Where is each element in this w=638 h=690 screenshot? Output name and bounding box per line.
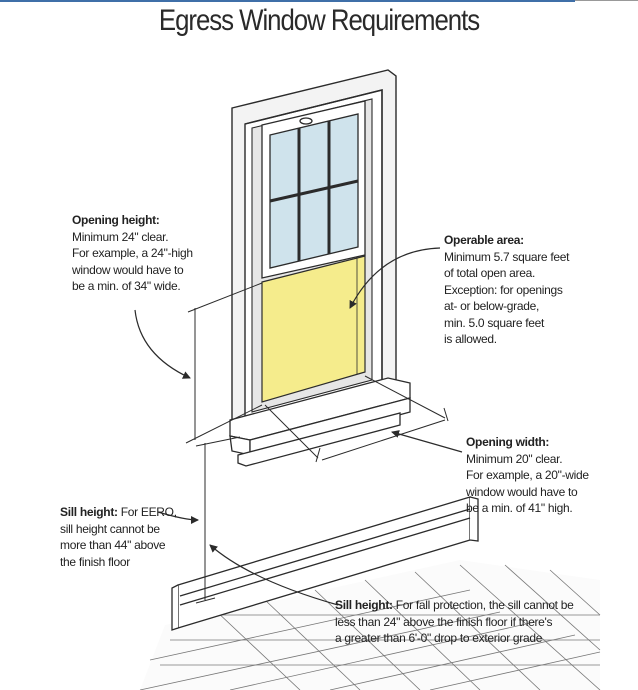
callout-line: Minimum 24" clear. bbox=[72, 229, 169, 244]
callout-heading: Sill height: bbox=[335, 598, 393, 612]
callout-line: more than 44" above bbox=[60, 538, 166, 552]
callout-line: Minimum 5.7 square feet bbox=[444, 249, 570, 264]
callout-line: less than 24" above the finish floor if … bbox=[335, 614, 553, 629]
leader-opening-width bbox=[391, 430, 463, 453]
callout-line: min. 5.0 square feet bbox=[444, 315, 545, 330]
callout-line: is allowed. bbox=[444, 332, 497, 346]
callout-line: For example, a 24"-high bbox=[72, 246, 193, 260]
callout-heading: Opening width: bbox=[466, 435, 550, 449]
leader-sill-height-fall bbox=[209, 544, 339, 606]
callout-line: window would have to bbox=[466, 484, 578, 499]
callout-sill-height-fall: Sill height: For fall protection, the si… bbox=[335, 597, 574, 647]
baseboard bbox=[171, 496, 479, 631]
page-title: Egress Window Requirements bbox=[158, 4, 480, 37]
callout-line: For fall protection, the sill cannot be bbox=[392, 598, 574, 612]
callout-heading: Operable area: bbox=[444, 233, 524, 247]
callout-line: at- or below-grade, bbox=[444, 299, 540, 313]
callout-line: window would have to bbox=[72, 262, 184, 277]
callout-heading: Opening height: bbox=[72, 213, 160, 227]
callout-line: be a min. of 41" high. bbox=[466, 501, 573, 515]
leader-sill-height-eero bbox=[157, 511, 199, 524]
callout-operable-area: Operable area: Minimum 5.7 square feet o… bbox=[444, 232, 569, 348]
header-rule bbox=[0, 0, 575, 2]
callout-line: the finish floor bbox=[60, 554, 130, 569]
header-rule-gray bbox=[575, 0, 638, 1]
window-sill bbox=[229, 377, 411, 467]
callout-heading: Sill height: bbox=[60, 505, 118, 519]
callout-line: of total open area. bbox=[444, 266, 536, 280]
callout-line: a greater than 6'-0" drop to exterior gr… bbox=[335, 631, 543, 645]
upper-sash bbox=[261, 100, 366, 279]
operable-opening bbox=[261, 255, 366, 403]
leader-opening-height bbox=[134, 309, 191, 379]
callout-sill-height-eero: Sill height: For EERO, sill height canno… bbox=[60, 504, 177, 570]
floor-tiles bbox=[139, 560, 601, 690]
callout-line: be a min. of 34" wide. bbox=[72, 279, 181, 293]
callout-line: For example, a 20"-wide bbox=[466, 468, 589, 482]
callout-opening-height: Opening height: Minimum 24" clear. For e… bbox=[72, 212, 193, 295]
callout-line: Minimum 20" clear. bbox=[466, 451, 563, 466]
leader-operable-area bbox=[349, 247, 441, 309]
callout-line: sill height cannot be bbox=[60, 521, 160, 536]
callout-line: Exception: for openings bbox=[444, 282, 563, 297]
callout-opening-width: Opening width: Minimum 20" clear. For ex… bbox=[466, 434, 589, 517]
callout-line: For EERO, bbox=[117, 505, 177, 519]
